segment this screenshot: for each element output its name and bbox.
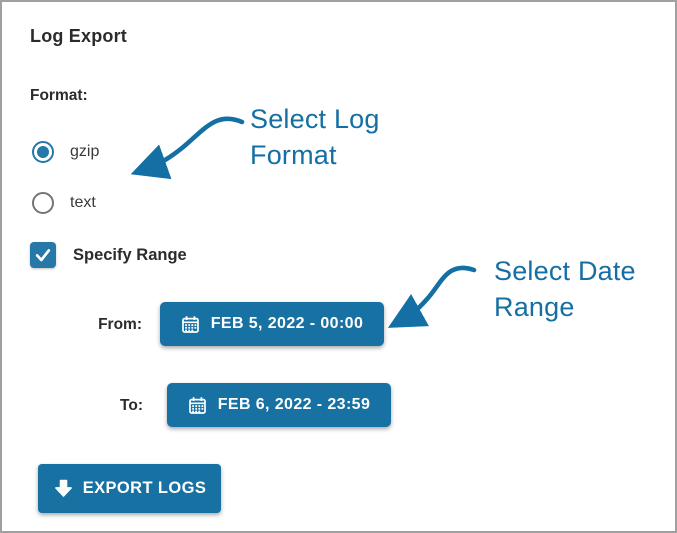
radio-option-gzip[interactable]: gzip <box>32 141 99 163</box>
from-date-value: FEB 5, 2022 - 00:00 <box>210 315 364 332</box>
format-section-label: Format: <box>30 87 88 104</box>
annotation-line: Range <box>494 292 575 322</box>
radio-option-text-label: text <box>70 194 96 211</box>
specify-range-checkbox-row[interactable]: Specify Range <box>30 242 187 268</box>
to-date-button[interactable]: FEB 6, 2022 - 23:59 <box>167 383 391 427</box>
calendar-icon <box>181 315 199 333</box>
to-date-value: FEB 6, 2022 - 23:59 <box>217 396 371 413</box>
curved-arrow-to-format-icon <box>130 116 245 180</box>
download-arrow-icon <box>54 479 72 497</box>
annotation-line: Select Log <box>250 104 380 134</box>
from-label: From: <box>98 316 142 333</box>
radio-option-text[interactable]: text <box>32 192 96 214</box>
export-logs-label: EXPORT LOGS <box>82 479 207 497</box>
annotation-line: Format <box>250 140 337 170</box>
specify-range-label: Specify Range <box>73 245 187 264</box>
curved-arrow-to-date-icon <box>387 265 477 328</box>
to-label: To: <box>120 397 143 414</box>
annotation-line: Select Date <box>494 256 636 286</box>
page-title: Log Export <box>30 26 127 46</box>
annotation-select-date-range: Select Date Range <box>494 253 636 325</box>
checkbox-checked[interactable] <box>30 242 56 268</box>
from-date-button[interactable]: FEB 5, 2022 - 00:00 <box>160 302 384 346</box>
radio-selected-icon[interactable] <box>32 141 54 163</box>
radio-option-gzip-label: gzip <box>70 143 100 160</box>
radio-unselected-icon[interactable] <box>32 192 54 214</box>
export-logs-button[interactable]: EXPORT LOGS <box>38 464 221 513</box>
calendar-icon <box>188 396 206 414</box>
annotation-select-log-format: Select Log Format <box>250 101 380 173</box>
checkmark-icon <box>35 249 51 262</box>
